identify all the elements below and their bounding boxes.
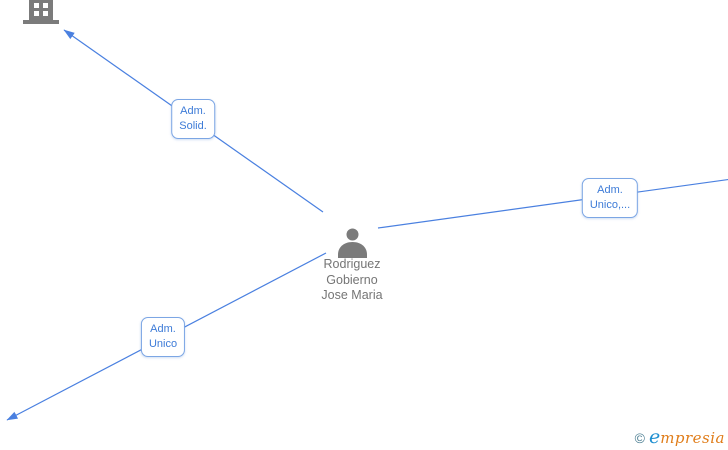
brand-rest: mpresia <box>660 429 725 447</box>
edge-label-line1: Adm. <box>150 323 176 335</box>
building-node[interactable] <box>23 0 59 26</box>
edge-adm-unico-right[interactable] <box>377 178 728 229</box>
person-node-label[interactable]: Rodriguez Gobierno Jose Maria <box>321 257 383 302</box>
edge-label-line2: Unico <box>148 338 178 350</box>
edge-label-adm-unico-left[interactable]: Adm. Unico <box>140 317 186 357</box>
person-node[interactable] <box>336 226 369 259</box>
brand-name: empresia <box>649 426 725 448</box>
watermark-logo: © empresia <box>635 426 725 448</box>
edge-label-line2: Unico,... <box>589 199 631 211</box>
edge-label-line2: Solid. <box>179 120 207 132</box>
edge-label-adm-unico-right[interactable]: Adm. Unico,... <box>581 178 639 218</box>
copyright-icon: © <box>634 430 645 446</box>
edge-label-adm-solid[interactable]: Adm. Solid. <box>171 99 215 139</box>
person-icon <box>338 228 367 258</box>
brand-first-letter: e <box>648 426 661 448</box>
edge-label-line1: Adm. <box>597 184 623 196</box>
edge-label-line1: Adm. <box>180 105 206 117</box>
building-icon <box>23 0 59 24</box>
